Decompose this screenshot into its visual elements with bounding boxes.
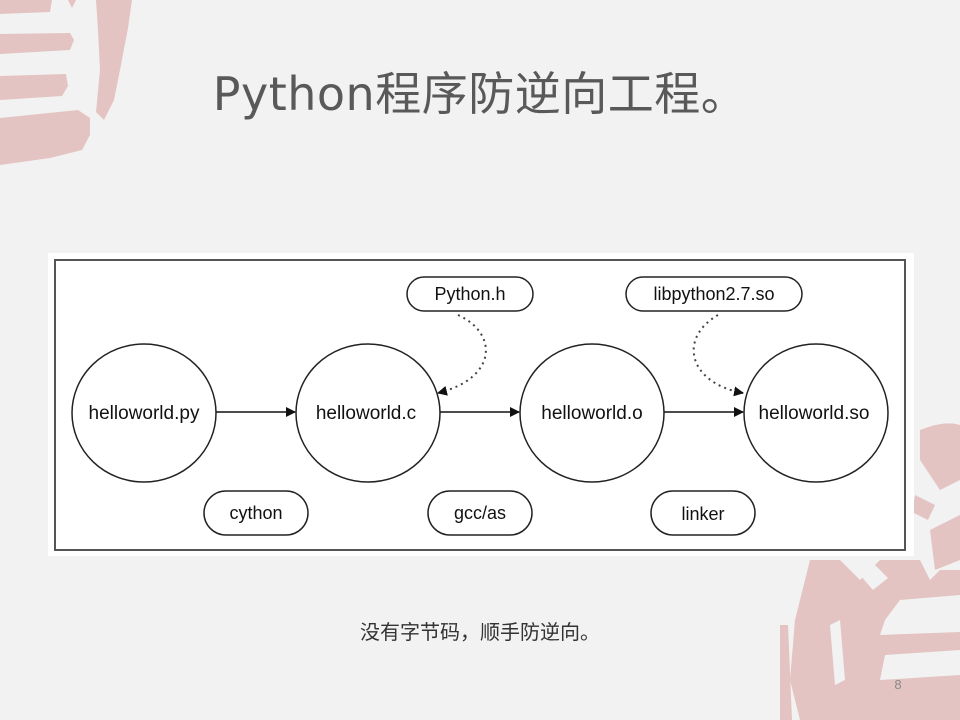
dotted-arrow-python-h-to-c: [437, 314, 487, 396]
node-label: helloworld.o: [541, 403, 642, 424]
dotted-arrow-libpython-to-so: [692, 314, 744, 397]
node-helloworld-o: helloworld.o: [519, 343, 665, 483]
pill-label: libpython2.7.so: [653, 284, 774, 304]
input-libpython: libpython2.7.so: [625, 276, 803, 312]
compilation-diagram: helloworld.py helloworld.c helloworld.o …: [48, 253, 914, 556]
node-helloworld-c: helloworld.c: [295, 343, 441, 483]
node-helloworld-py: helloworld.py: [71, 343, 217, 483]
node-label: helloworld.py: [89, 403, 200, 424]
pill-label: cython: [229, 503, 282, 523]
page-number: 8: [894, 677, 902, 692]
slide-title: Python程序防逆向工程。: [212, 67, 748, 121]
input-python-h: Python.h: [406, 276, 534, 312]
pill-label: Python.h: [434, 284, 505, 304]
pill-label: linker: [681, 504, 724, 524]
node-label: helloworld.so: [759, 403, 870, 424]
slide-caption: 没有字节码，顺手防逆向。: [360, 620, 600, 644]
tool-cython: cython: [203, 490, 309, 536]
pill-label: gcc/as: [454, 503, 506, 523]
decorative-seal-bottom-right: [780, 423, 960, 720]
node-helloworld-so: helloworld.so: [743, 343, 889, 483]
diagram-canvas: helloworld.py helloworld.c helloworld.o …: [54, 259, 906, 551]
decorative-seal-top-left: [0, 0, 132, 165]
node-label: helloworld.c: [316, 403, 416, 424]
tool-gcc-as: gcc/as: [427, 490, 533, 536]
tool-linker: linker: [650, 490, 756, 536]
